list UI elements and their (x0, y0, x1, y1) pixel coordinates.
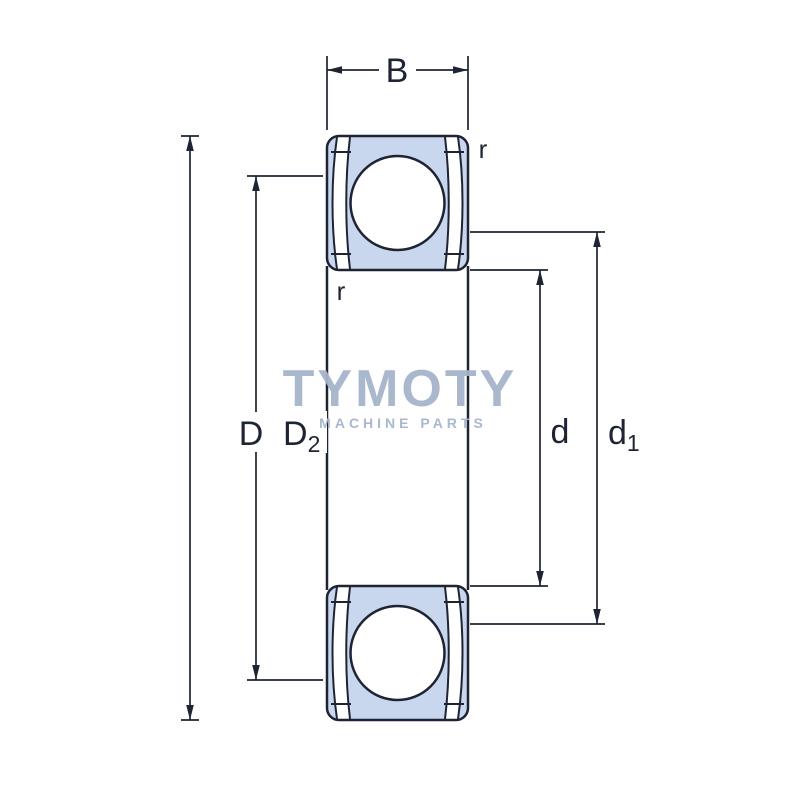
label-d1-sub: 1 (627, 430, 640, 456)
label-d1-main: d (608, 414, 627, 452)
watermark-brand-text: TYMOTY (283, 360, 518, 418)
label-D2-mask (279, 411, 327, 453)
label-d1: d1 (608, 414, 640, 456)
dimension-d1-extension-lines (470, 231, 605, 625)
label-d: d (551, 413, 570, 451)
watermark: TYMOTY MACHINE PARTS (283, 360, 518, 431)
bearing-section-bottom (325, 584, 470, 722)
label-D2: D2 (283, 415, 320, 457)
label-B: B (386, 52, 409, 90)
bearing-section-top (325, 134, 470, 272)
shield-anchor-ticks (331, 151, 464, 255)
label-D2-sub: 2 (308, 431, 321, 457)
dimension-D (181, 135, 199, 721)
label-B-mask (379, 52, 416, 87)
label-r-lower: r (337, 276, 346, 306)
label-D: D (239, 415, 264, 453)
label-D-mask (235, 412, 267, 452)
ring-section-outline (325, 134, 470, 272)
label-r-upper: r (479, 134, 488, 164)
dimension-d-extension-lines (470, 269, 548, 587)
dimension-d1 (470, 231, 605, 625)
bearing-body (325, 134, 470, 722)
ball (349, 154, 446, 252)
dimension-labels: B D D2 d d1 r r (235, 52, 640, 457)
dimension-d (470, 269, 548, 587)
label-D2-main: D (283, 415, 308, 453)
shield-groove-right (445, 137, 463, 269)
shield-groove-left (332, 137, 350, 269)
watermark-tagline-text: MACHINE PARTS (319, 415, 487, 431)
